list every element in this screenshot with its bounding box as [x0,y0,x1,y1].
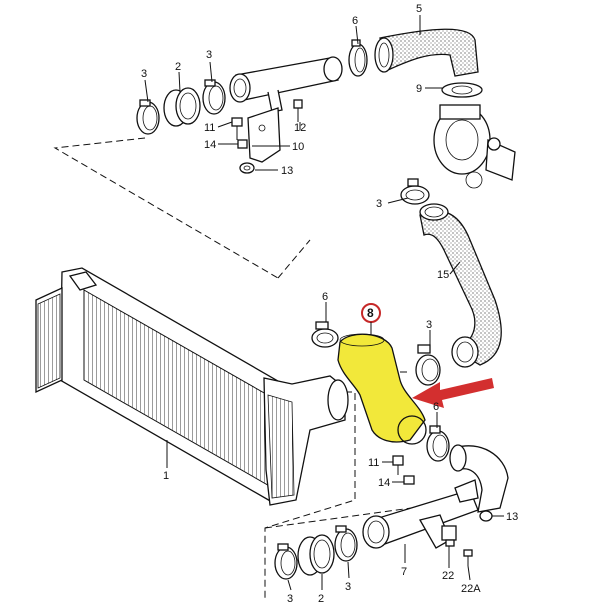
turbocharger[interactable] [433,104,516,189]
sensor-22[interactable] [441,525,457,547]
washer-14-top[interactable] [237,139,248,149]
label-3-right: 3 [376,198,382,210]
right-clamp-3[interactable] [400,178,430,205]
dashed-group-lines [53,137,471,600]
washer-14-lower[interactable] [403,475,415,485]
pipe-7[interactable] [362,479,479,549]
lower-clamp-6[interactable] [426,425,450,462]
bottom-clamp-3-left[interactable] [274,543,298,580]
bottom-sleeve-2[interactable] [297,534,335,576]
lower-elbow-pipe[interactable] [449,444,509,513]
label-3-top-left: 3 [141,68,147,80]
label-3-bottom-left: 3 [287,593,293,605]
label-2-top: 2 [175,61,181,73]
top-clamp-3-left[interactable] [136,99,160,135]
bottom-clamp-3-mid[interactable] [334,525,358,562]
top-sleeve-2[interactable] [163,87,201,127]
label-14-top: 14 [204,139,216,151]
label-6-mid: 6 [322,291,328,303]
label-12: 12 [294,122,306,134]
screw-22a[interactable] [463,549,473,566]
hose-5[interactable] [374,28,479,77]
label-7: 7 [401,566,407,578]
top-pipe[interactable] [229,56,343,113]
intercooler-1[interactable] [35,267,349,506]
part-labels: 5 6 3 2 3 9 11 12 14 10 13 3 15 6 8 3 1 … [141,3,518,605]
label-10: 10 [292,141,304,153]
label-2-bottom: 2 [318,593,324,605]
mid-right-clamp-3[interactable] [415,344,441,386]
label-22: 22 [442,570,454,582]
label-3-top-mid: 3 [206,49,212,61]
label-9: 9 [416,83,422,95]
leader-lines [144,15,504,591]
label-5: 5 [416,3,422,15]
label-6-top: 6 [352,15,358,27]
hose-15[interactable] [419,203,502,368]
nut-13-top[interactable] [239,162,255,174]
bolt-11-lower[interactable] [392,455,404,475]
bracket-10[interactable] [247,107,281,163]
label-14-lower: 14 [378,477,390,489]
label-13-top: 13 [281,165,293,177]
nut-13-lower[interactable] [479,510,493,522]
label-11-lower: 11 [368,457,379,469]
mid-clamp-6[interactable] [311,321,339,348]
top-clamp-6[interactable] [348,39,368,77]
label-3-bottom-mid: 3 [345,581,351,593]
label-11-top: 11 [204,122,215,134]
bolt-12[interactable] [293,99,303,122]
label-6-lower: 6 [433,401,439,413]
label-13-lower: 13 [506,511,518,523]
label-3-mid-right: 3 [426,319,432,331]
label-15: 15 [437,269,449,281]
arrow-left-icon [412,378,494,408]
label-22a: 22A [461,583,481,595]
bolt-11-top[interactable] [231,117,243,140]
label-8: 8 [367,306,374,320]
top-clamp-3-mid[interactable] [202,79,226,115]
hose-8-highlighted[interactable] [337,333,427,445]
label-1: 1 [163,470,169,482]
gasket-9[interactable] [441,82,483,98]
